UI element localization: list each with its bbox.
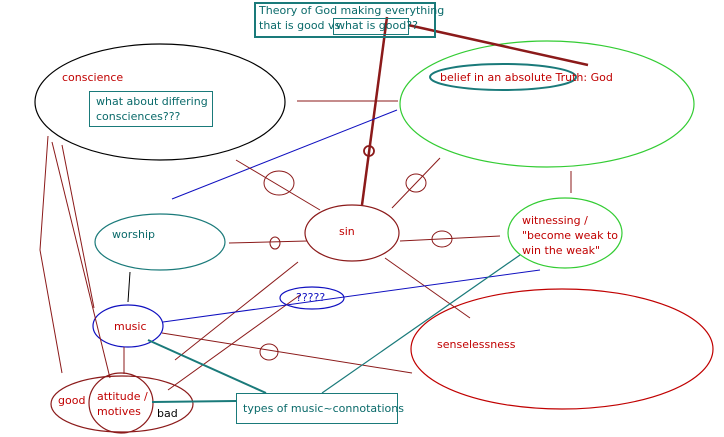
sin-attitude-line xyxy=(174,261,299,361)
belief-label: belief in an absolute Truth: God xyxy=(440,71,613,84)
conscience-ellipse[interactable] xyxy=(34,43,286,161)
differing-label-line2: consciences??? xyxy=(96,110,181,123)
music-types-line xyxy=(147,339,267,394)
theory-label-line1: Theory of God making everything xyxy=(259,4,445,17)
worship-sin-knot xyxy=(269,236,281,250)
attitude-ellipse[interactable] xyxy=(88,372,154,434)
witnessing-label-line3: win the weak" xyxy=(522,244,601,257)
sin-witnessing-line xyxy=(399,235,501,242)
sin-conscience-line xyxy=(235,159,321,211)
worship-sin-line xyxy=(228,240,308,244)
senselessness-ellipse[interactable] xyxy=(410,288,714,410)
attitude-label-line2: motives xyxy=(97,405,141,418)
witnessing-label-line2: "become weak to xyxy=(522,229,618,242)
sin-conscience-knot xyxy=(263,170,295,196)
sin-belief-line xyxy=(391,157,441,209)
question-ellipse[interactable] xyxy=(279,286,345,310)
senselessness-label: senselessness xyxy=(437,338,516,351)
music-senselessness-knot xyxy=(259,343,279,361)
sin-theory-line xyxy=(360,16,389,206)
attitude-types-line xyxy=(151,400,237,403)
sin-senselessness-line xyxy=(384,257,471,319)
conscience-label: conscience xyxy=(62,71,124,84)
types-label: types of music~connotations xyxy=(243,402,404,415)
differing-box[interactable] xyxy=(89,91,213,127)
theory-label-line2b: what is good?? xyxy=(336,19,418,32)
sin-ellipse[interactable] xyxy=(304,204,400,262)
question-label: ????? xyxy=(296,291,326,304)
belief-outer-ellipse[interactable] xyxy=(399,40,695,168)
music-witnessing-line xyxy=(162,269,541,323)
worship-ellipse[interactable] xyxy=(94,213,226,271)
conscience-attitude-line xyxy=(51,141,111,379)
good-bad-ellipse[interactable] xyxy=(50,375,194,433)
conscience-music-line xyxy=(61,144,95,309)
types-box[interactable] xyxy=(236,393,398,424)
witnessing-ellipse[interactable] xyxy=(507,197,623,269)
sin-witnessing-knot xyxy=(431,230,453,248)
music-senselessness-line xyxy=(161,332,413,374)
theory-inner-box xyxy=(333,18,409,35)
worship-belief-line xyxy=(171,109,398,200)
belief-inner-ellipse xyxy=(429,63,577,91)
attitude-label-line1: attitude / xyxy=(97,390,148,403)
theory-label-line2a: that is good vs. xyxy=(259,19,344,32)
sin-bad-line xyxy=(167,294,301,391)
theory-belief-line xyxy=(407,23,589,67)
differing-label-line1: what about differing xyxy=(96,95,208,108)
sin-theory-knot xyxy=(363,145,375,157)
theory-box[interactable] xyxy=(254,2,436,38)
witnessing-types-line xyxy=(321,254,521,394)
sin-belief-knot xyxy=(405,173,427,193)
worship-label: worship xyxy=(112,228,155,241)
music-label: music xyxy=(114,320,147,333)
good-label: good xyxy=(58,394,86,407)
conscience-good-line xyxy=(39,135,63,374)
witnessing-label-line1: witnessing / xyxy=(522,214,588,227)
music-ellipse[interactable] xyxy=(92,304,164,348)
bad-label: bad xyxy=(157,407,178,420)
worship-music-line xyxy=(127,271,131,303)
sin-label: sin xyxy=(339,225,355,238)
